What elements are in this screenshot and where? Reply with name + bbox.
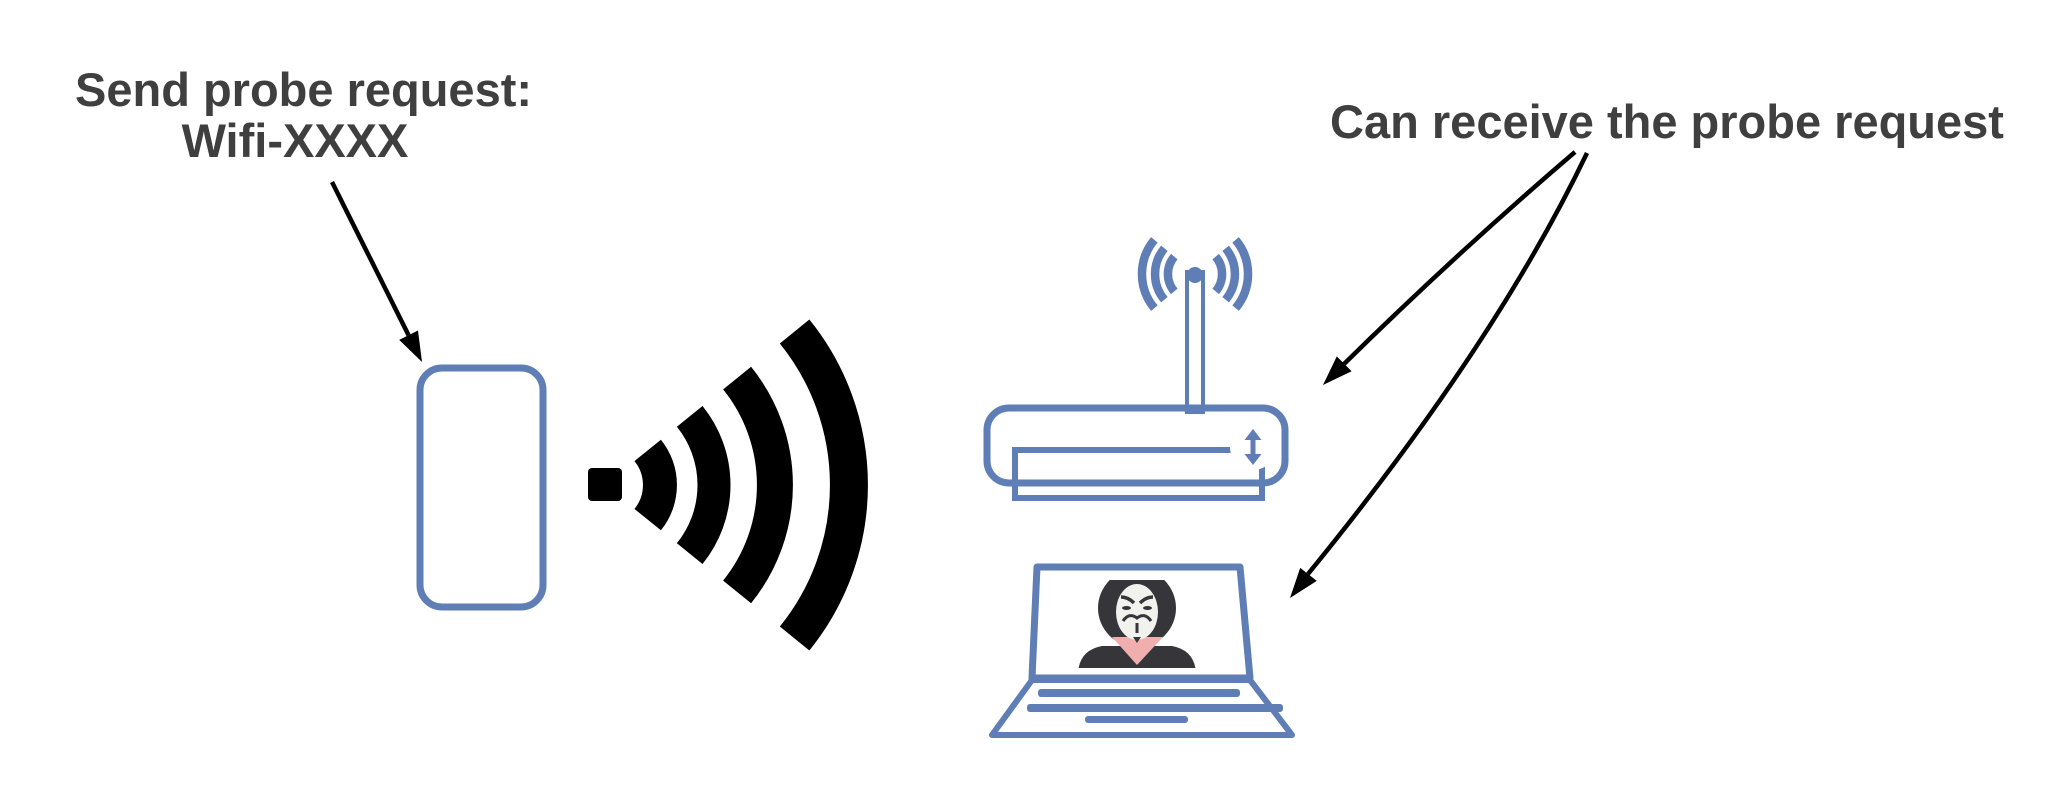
annotation-receive-probe: Can receive the probe request (1330, 95, 2004, 148)
annotation-send-probe-line2: Wifi-XXXX (181, 114, 409, 167)
arrow-to-phone (329, 180, 422, 362)
router-updown-dial (1230, 424, 1276, 470)
annotation-send-probe-line1: Send probe request: (75, 63, 533, 116)
laptop-keyboard-deck (989, 677, 1295, 738)
wifi-signal-icon (588, 319, 868, 651)
laptop-key-rows (1027, 689, 1283, 723)
router-stand (1012, 447, 1265, 501)
router-led-lights (1010, 432, 1114, 446)
anonymous-mask-figure (1078, 580, 1196, 668)
annotation-send-probe: Send probe request: Wifi-XXXX (75, 63, 533, 167)
smartphone-screen (428, 392, 535, 582)
smartphone-icon (416, 364, 547, 611)
arrow-to-router (1323, 150, 1577, 385)
hacker-laptop-icon (989, 563, 1295, 738)
router-body (983, 404, 1289, 487)
smartphone-home-button (466, 587, 494, 598)
arrow-to-laptop (1290, 152, 1590, 598)
wifi-router-icon (983, 237, 1289, 501)
mask-neck (1112, 637, 1163, 665)
router-antenna (1137, 237, 1253, 414)
